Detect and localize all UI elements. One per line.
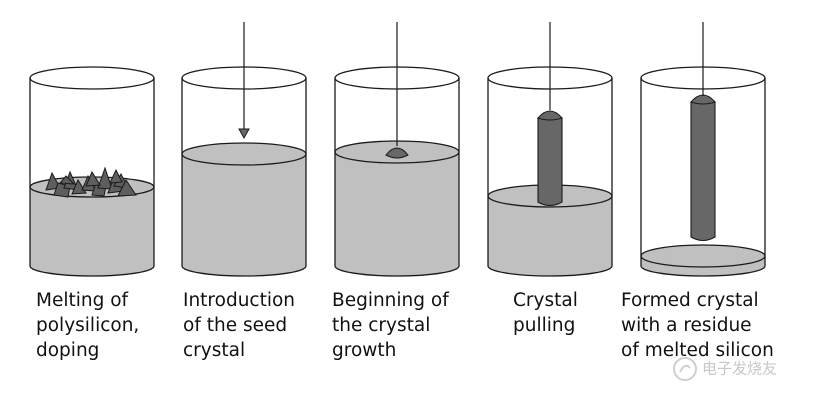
melt-residue-surface xyxy=(640,244,766,268)
caption-stage-5: Formed crystal with a residue of melted … xyxy=(621,288,774,363)
caption-stage-2: Introduction of the seed crystal xyxy=(183,288,295,363)
caption-line: polysilicon, xyxy=(36,315,140,336)
seed-crystal xyxy=(238,128,250,140)
crucible-wall xyxy=(29,78,155,277)
crystal-ingot-top xyxy=(690,94,716,105)
crucible-wall xyxy=(334,78,460,277)
caption-line: with a residue xyxy=(621,315,752,336)
watermark-logo-icon xyxy=(673,357,697,381)
crucible-stage-4 xyxy=(487,22,613,277)
crucible-rim xyxy=(29,66,155,90)
watermark: 电子发烧友 xyxy=(672,356,777,382)
caption-line: Beginning of xyxy=(332,290,449,311)
caption-line: Formed crystal xyxy=(621,290,759,311)
crucible-stage-5 xyxy=(640,22,766,277)
melt-body xyxy=(30,187,154,276)
caption-line: growth xyxy=(332,340,397,361)
crystal-ingot xyxy=(537,117,563,207)
crucible-wall xyxy=(640,78,766,277)
caption-line: the crystal xyxy=(332,315,431,336)
caption-line: of the seed xyxy=(183,315,288,336)
melt-body xyxy=(182,154,306,276)
crystal-ingot-top xyxy=(537,110,563,121)
caption-line: doping xyxy=(36,340,100,361)
melt-body xyxy=(335,152,459,276)
polysilicon-chunks xyxy=(45,166,137,198)
caption-line: Introduction xyxy=(183,290,296,311)
crucible-wall xyxy=(487,78,613,277)
crystal-ingot xyxy=(690,101,716,242)
watermark-text: 电子发烧友 xyxy=(702,359,778,378)
caption-stage-3: Beginning of the crystal growth xyxy=(332,288,449,363)
caption-line: pulling xyxy=(513,315,576,336)
caption-line: Crystal xyxy=(513,290,578,311)
melt-surface xyxy=(181,142,307,166)
growing-crystal xyxy=(385,147,409,159)
caption-stage-1: Melting of polysilicon, doping xyxy=(36,288,139,363)
caption-line: of melted silicon xyxy=(621,340,774,361)
crucible-stage-3 xyxy=(334,22,460,277)
crystal-growth-diagram xyxy=(29,22,766,277)
crucible-stage-1 xyxy=(29,66,155,277)
crucible-stage-2 xyxy=(181,22,307,277)
crucible-wall xyxy=(181,78,307,277)
melt-body xyxy=(488,196,612,276)
caption-line: Melting of xyxy=(36,290,129,311)
caption-line: crystal xyxy=(183,340,246,361)
caption-stage-4: Crystal pulling xyxy=(513,288,578,338)
